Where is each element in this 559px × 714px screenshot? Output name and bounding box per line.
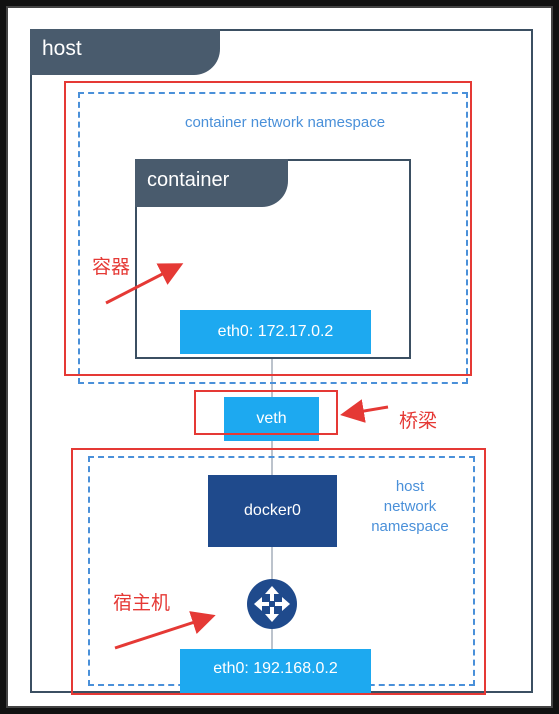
annotation-bridge: 桥梁 [399, 411, 438, 432]
annotation-container: 容器 [92, 257, 131, 278]
container-eth-interface: eth0: 172.17.0.2 [180, 310, 371, 354]
docker0-bridge: docker0 [208, 475, 337, 547]
connector-line-docker-router [271, 547, 273, 579]
veth-highlight-box [194, 390, 338, 435]
host-eth-interface: eth0: 192.168.0.2 [180, 649, 371, 693]
container-namespace-box [78, 92, 468, 384]
host-namespace-label-line1: host [395, 478, 425, 495]
container-highlight-box [64, 81, 472, 376]
annotation-arrow-container [105, 263, 184, 305]
container-namespace-label: container network namespace [184, 114, 386, 131]
connector-line-container-veth [271, 357, 273, 397]
host-highlight-box [71, 448, 486, 695]
annotation-host-machine: 宿主机 [113, 593, 171, 614]
host-namespace-label-line2: network [383, 498, 437, 515]
connector-line-veth-docker [271, 441, 273, 475]
container-title: container [135, 159, 288, 207]
annotation-arrow-host-machine [114, 611, 216, 650]
host-namespace-label-line3: namespace [371, 518, 449, 535]
annotation-arrow-bridge [340, 399, 389, 423]
host-namespace-label: host network namespace [355, 477, 465, 537]
connector-line-router-eth [271, 627, 273, 649]
router-icon [247, 579, 297, 629]
host-title: host [30, 29, 220, 75]
